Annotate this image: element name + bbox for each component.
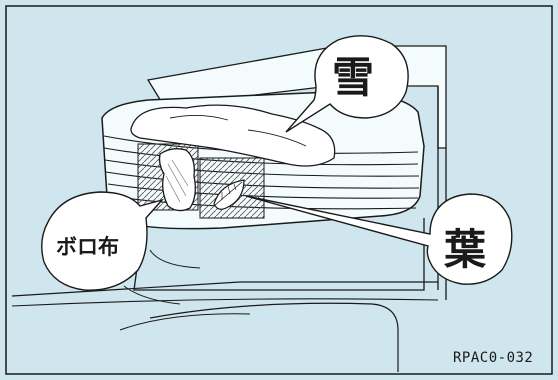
leaf	[213, 179, 245, 210]
snow-callout	[285, 35, 409, 133]
snow-pile	[130, 104, 336, 167]
leaf-callout	[245, 193, 513, 285]
figure-code: RPAC0-032	[453, 350, 534, 366]
unit-foot	[149, 302, 399, 372]
base-line	[11, 281, 438, 297]
snow-label: 雪	[332, 53, 375, 102]
rag-label: ボロ布	[56, 235, 119, 259]
leaves-label: 葉	[444, 225, 487, 274]
figure-frame	[5, 5, 553, 375]
rag-callout	[41, 191, 165, 291]
